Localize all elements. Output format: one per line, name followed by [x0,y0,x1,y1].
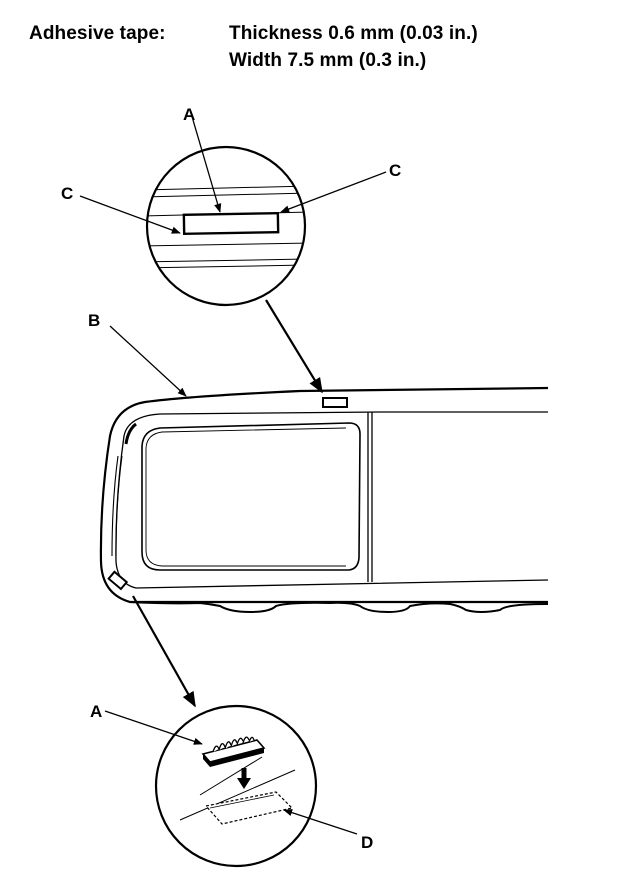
vehicle-body [99,386,549,614]
body-outer-outline [99,386,549,604]
pointer-bottom-detail [132,595,196,708]
leader-c-left [79,195,181,234]
spec-thickness: Thickness 0.6 mm (0.03 in.) [229,23,478,44]
clip-with-tape [201,736,266,767]
body-lower-edge [129,601,549,614]
spec-width: Width 7.5 mm (0.3 in.) [229,50,427,71]
rear-window [141,422,361,571]
rear-clip-location [107,570,129,591]
pointer-top-detail [265,299,323,394]
top-detail-view [145,145,307,307]
callout-d: D [361,833,373,852]
leader-d [283,809,358,835]
adhesive-tape-top [182,211,280,236]
mounting-recess [204,791,294,825]
bottom-detail-surface [179,756,296,825]
spec-label: Adhesive tape: [29,23,166,44]
bottom-detail-circle [154,704,318,868]
spec-row-width: Width 7.5 mm (0.3 in.) [29,47,478,74]
body-inner-outline [115,411,549,589]
bottom-detail-view [154,704,318,868]
adhesive-tape-spec: Adhesive tape: Thickness 0.6 mm (0.03 in… [29,20,478,74]
callout-a-bottom: A [90,702,102,721]
leader-c-right [280,171,387,213]
rear-trim-upper [124,422,137,445]
spec-row-thickness: Adhesive tape: Thickness 0.6 mm (0.03 in… [29,20,478,47]
top-detail-surface-lines [147,185,305,269]
detail-pointers [132,299,323,708]
callout-c-left: C [61,184,73,203]
callout-c-right: C [389,161,401,180]
leader-a-top [192,119,222,213]
leader-b [109,325,187,397]
leader-lines [79,119,387,835]
rear-trim-lower [115,455,123,557]
roof-tape-location [322,397,348,408]
callout-a-top: A [183,105,195,124]
leader-a-bottom [104,710,203,745]
callout-b: B [88,311,100,330]
